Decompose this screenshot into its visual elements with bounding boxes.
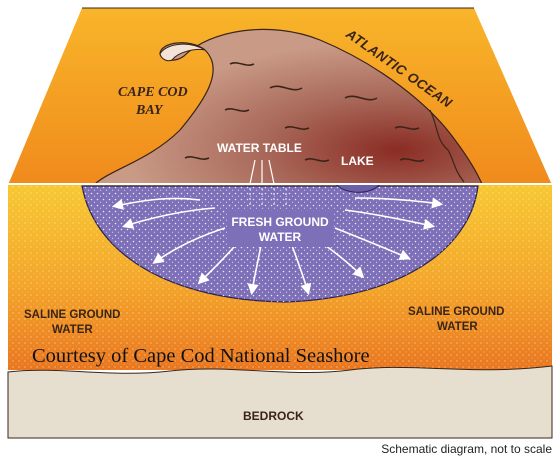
fresh-water-label-line1: FRESH GROUND bbox=[231, 215, 329, 229]
courtesy-credit: Courtesy of Cape Cod National Seashore bbox=[32, 345, 370, 367]
lake-label: LAKE bbox=[341, 154, 374, 168]
bay-label-line2: BAY bbox=[135, 103, 164, 118]
scale-footnote: Schematic diagram, not to scale bbox=[381, 442, 552, 456]
bay-label-line1: CAPE COD bbox=[118, 85, 188, 100]
saline-left-label-line1: SALINE GROUND bbox=[24, 309, 120, 321]
saline-right-label-line2: WATER bbox=[437, 321, 478, 333]
water-table-label: WATER TABLE bbox=[217, 141, 302, 155]
saline-right-label-line1: SALINE GROUND bbox=[408, 306, 504, 318]
fresh-water-label-line2: WATER bbox=[259, 230, 302, 244]
bedrock-layer bbox=[8, 366, 552, 438]
saline-left-label-line2: WATER bbox=[52, 324, 93, 336]
bedrock-label: BEDROCK bbox=[243, 409, 304, 423]
